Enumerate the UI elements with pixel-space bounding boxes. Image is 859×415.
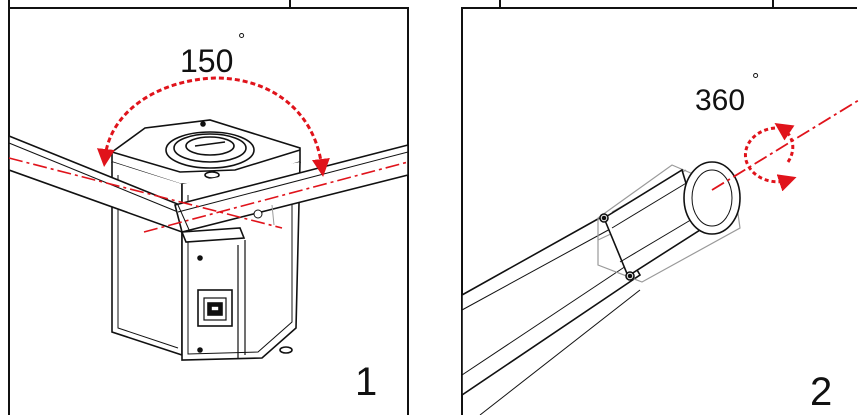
panel-2-frame: [461, 7, 857, 415]
angle-label-360: 360: [695, 84, 745, 117]
rotation-arc-360: [743, 123, 797, 192]
camera-housing: [599, 161, 741, 281]
panel-1-frame: [8, 0, 409, 415]
degree-symbol-1: °: [238, 30, 245, 50]
arm-bar: [461, 213, 642, 415]
step-number-1: 1: [355, 360, 377, 404]
panel-1: 150 ° 1: [8, 0, 409, 415]
degree-symbol-2: °: [752, 70, 759, 90]
device-body: [111, 119, 301, 361]
rotation-axis: [711, 99, 859, 191]
angle-label-150: 150: [180, 43, 233, 79]
panel-2: 360 ° 2: [461, 0, 859, 415]
center-lines: [8, 157, 409, 233]
rotation-arc-150: [96, 76, 330, 177]
step-number-2: 2: [810, 370, 832, 414]
